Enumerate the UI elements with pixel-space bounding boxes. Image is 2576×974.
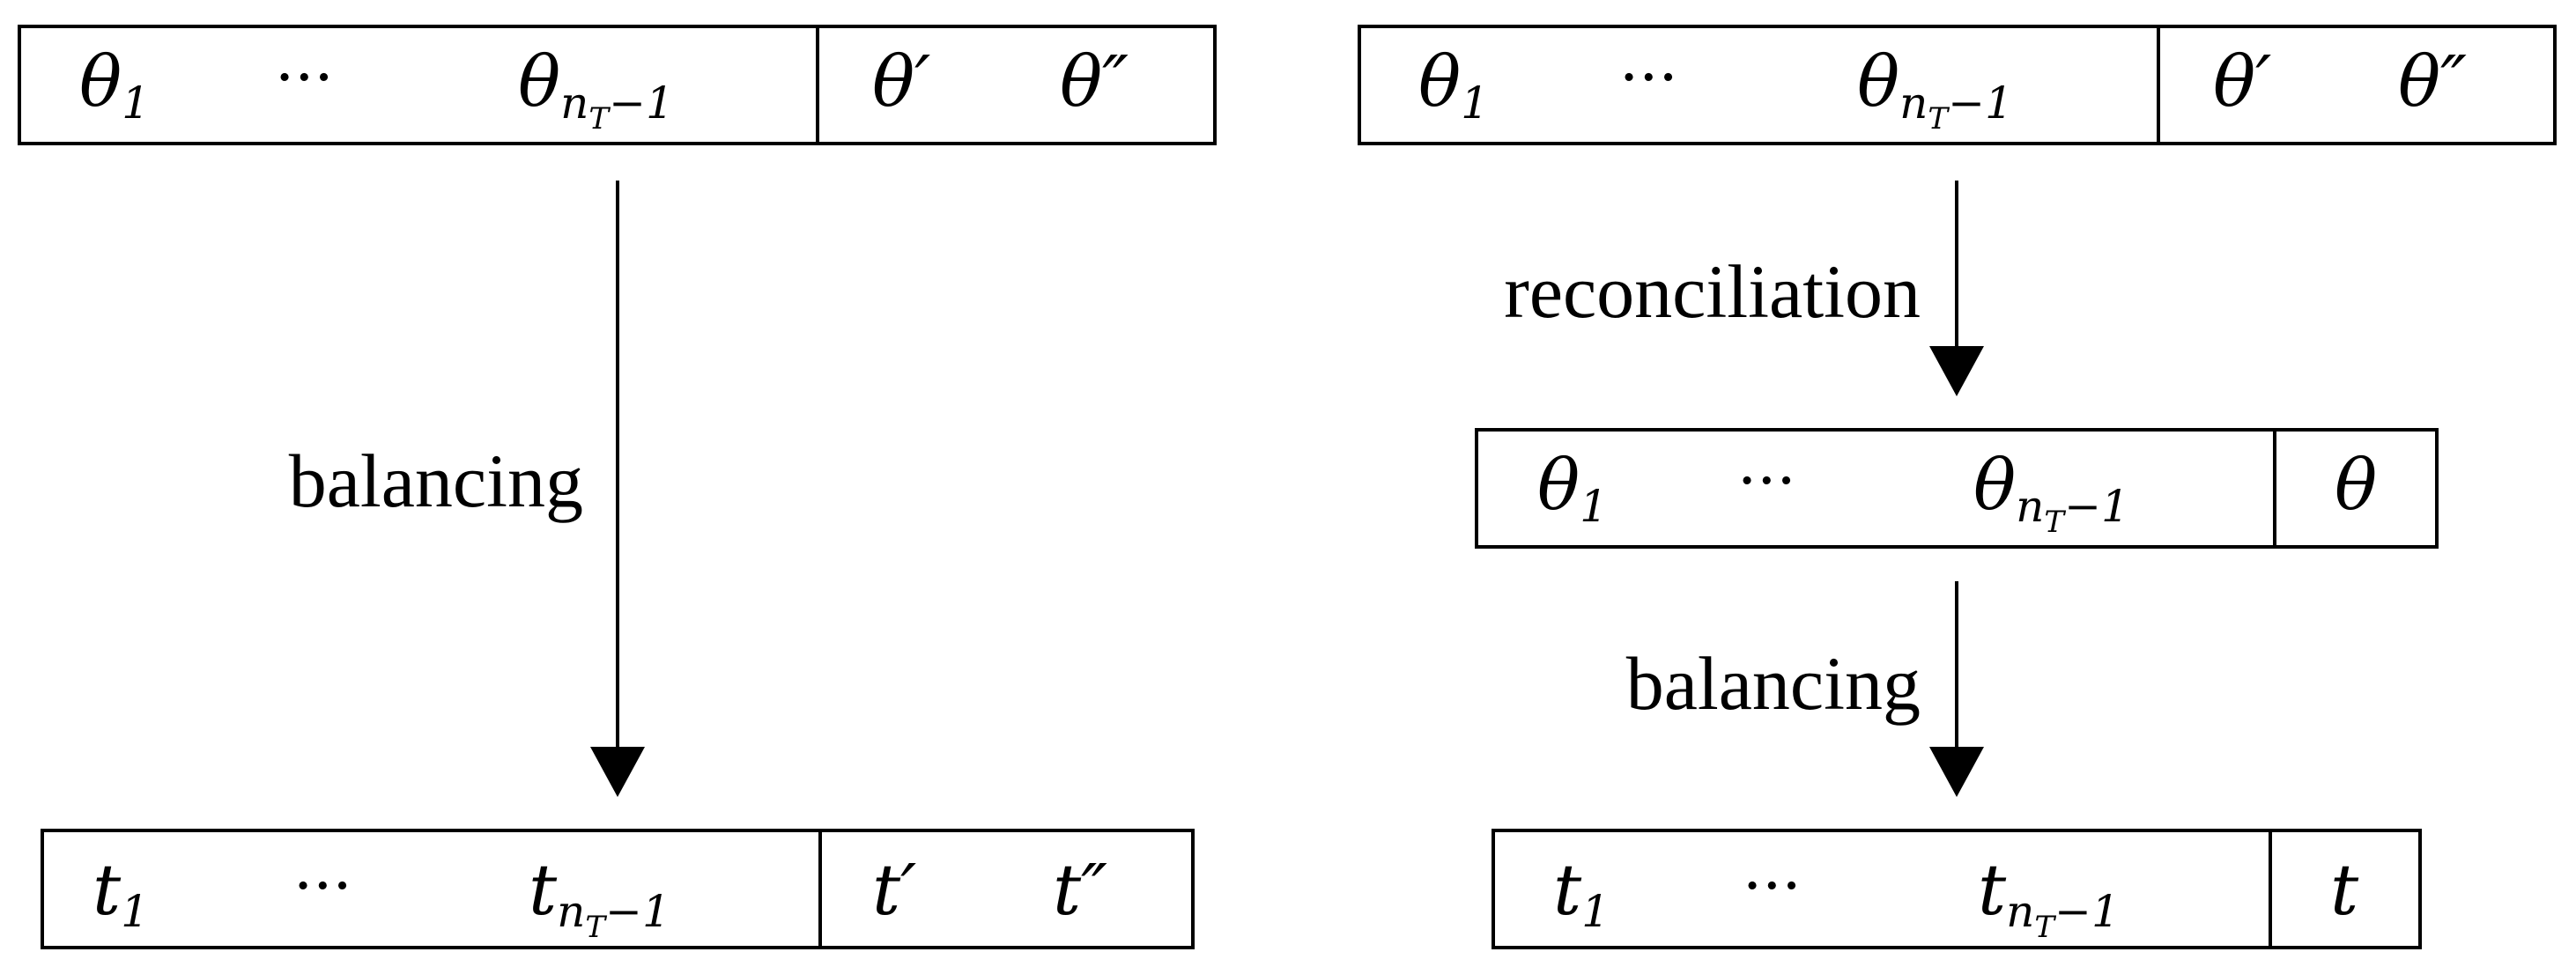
right-middle-theta-last: θnT−1 [1973, 444, 2129, 540]
right-top-theta-double-prime: θ″ [2398, 41, 2467, 122]
right-middle-dots: ··· [1737, 445, 1796, 517]
right-balancing-label: balancing [1626, 641, 1921, 726]
left-top-theta-prime: θ′ [872, 41, 930, 122]
right-reconciliation-label: reconciliation [1504, 249, 1921, 334]
right-top-vector: θ1 ··· θnT−1 θ′ θ″ [1358, 25, 2557, 145]
right-bottom-dots: ··· [1743, 850, 1802, 922]
left-balancing-label: balancing [289, 439, 583, 523]
right-middle-box [1475, 428, 2439, 549]
left-bottom-t-double-prime: t″ [1053, 849, 1107, 931]
left-bottom-vector: t1 ··· tnT−1 t′ t″ [41, 829, 1195, 949]
left-top-box [18, 25, 1217, 145]
left-bottom-t-prime: t′ [872, 849, 916, 931]
left-bottom-t-last: tnT−1 [529, 849, 670, 945]
right-bottom-t-last: tnT−1 [1978, 849, 2120, 945]
right-bottom-box [1492, 829, 2422, 949]
right-bottom-t1: t1 [1553, 849, 1610, 937]
left-top-theta-last: θnT−1 [518, 41, 674, 137]
right-bottom-vector: t1 ··· tnT−1 t [1492, 829, 2422, 949]
right-middle-vector: θ1 ··· θnT−1 θ [1475, 428, 2439, 549]
right-arrow1-head [1929, 346, 1984, 396]
right-balancing-arrow [1929, 581, 1984, 797]
left-bottom-dots: ··· [293, 850, 352, 922]
left-bottom-box [41, 829, 1195, 949]
left-arrow-head [590, 747, 645, 797]
right-bottom-t: t [2330, 849, 2359, 931]
right-top-box [1358, 25, 2557, 145]
left-top-dots: ··· [275, 41, 334, 114]
left-top-vector: θ1 ··· θnT−1 θ′ θ″ [18, 25, 1217, 145]
right-top-theta-last: θnT−1 [1857, 41, 2013, 137]
right-arrow2-head [1929, 747, 1984, 797]
right-top-theta-prime: θ′ [2213, 41, 2271, 122]
right-middle-theta1: θ1 [1537, 444, 1608, 532]
right-middle-theta: θ [2335, 444, 2377, 526]
left-bottom-t1: t1 [93, 849, 149, 937]
right-top-theta1: θ1 [1418, 41, 1489, 129]
left-balancing-arrow [590, 181, 645, 797]
right-top-dots: ··· [1619, 41, 1678, 114]
left-top-theta-double-prime: θ″ [1060, 41, 1129, 122]
left-top-theta1: θ1 [79, 41, 150, 129]
right-reconciliation-arrow [1929, 181, 1984, 396]
